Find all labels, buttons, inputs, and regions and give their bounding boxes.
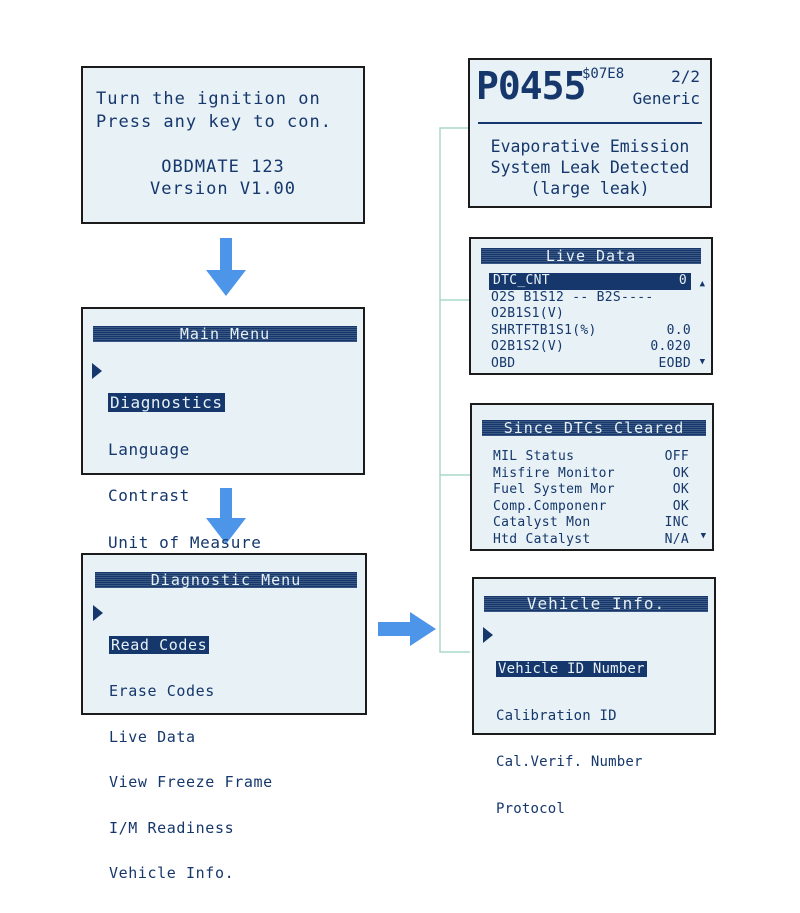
diagnostic-menu-screen: Diagnostic Menu Read Codes Erase Codes L… — [81, 553, 367, 881]
vehicle-info-items: Vehicle ID Number Calibration ID Cal.Ver… — [496, 631, 647, 848]
menu-item-cal-verif-number[interactable]: Cal.Verif. Number — [496, 754, 643, 770]
scroll-down-icon[interactable]: ▼ — [700, 531, 706, 541]
vehicle-info-title: Vehicle Info. — [484, 596, 708, 612]
scroll-down-icon[interactable]: ▼ — [699, 357, 705, 367]
main-menu-screen: Main Menu Diagnostics Language Contrast … — [81, 307, 365, 550]
device-name: OBDMATE 123 — [161, 157, 285, 177]
live-data-row[interactable]: O2B1S1(V) — [491, 306, 691, 323]
startup-screen: Turn the ignition on Press any key to co… — [81, 66, 365, 224]
row-label: Fuel System Mor — [493, 482, 615, 497]
arrow-down-1 — [206, 238, 246, 296]
readiness-row[interactable]: Catalyst Mon INC — [493, 515, 689, 532]
menu-item-contrast[interactable]: Contrast — [108, 486, 190, 505]
arrow-right — [378, 612, 436, 646]
menu-item-vehicle-id-number[interactable]: Vehicle ID Number — [496, 661, 647, 677]
menu-item-protocol[interactable]: Protocol — [496, 800, 566, 817]
divider — [478, 122, 702, 124]
row-value: INC — [664, 515, 689, 530]
version-text: Version V1.00 — [149, 179, 297, 199]
live-data-row[interactable]: O2S B1S12 -- B2S---- — [491, 290, 691, 307]
readiness-row[interactable]: Comp.Componenr OK — [493, 499, 689, 516]
selection-pointer-icon — [92, 363, 102, 379]
dtc-type: Generic — [632, 89, 700, 108]
row-label: OBD — [491, 355, 516, 371]
startup-line-1: Turn the ignition on — [96, 89, 321, 109]
menu-item-erase-codes[interactable]: Erase Codes — [109, 682, 215, 701]
row-label: O2B1S1(V) — [491, 306, 565, 321]
readiness-rows: MIL Status OFF Misfire Monitor OK Fuel S… — [493, 449, 689, 548]
row-value: OFF — [664, 449, 689, 464]
flow-arrows — [206, 238, 436, 646]
diagnostic-menu-items: Read Codes Erase Codes Live Data View Fr… — [109, 608, 273, 912]
menu-item-diagnostics[interactable]: Diagnostics — [108, 393, 225, 412]
dtc-screen: P0455 $07E8 2/2 Generic Evaporative Emis… — [468, 58, 712, 208]
row-label: Catalyst Mon — [493, 515, 591, 530]
diagnostic-menu-title: Diagnostic Menu — [95, 572, 357, 588]
startup-line-2: Press any key to con. — [96, 112, 332, 132]
readiness-row[interactable]: MIL Status OFF — [493, 449, 689, 466]
vehicle-info-screen: Vehicle Info. Vehicle ID Number Calibrat… — [472, 577, 716, 816]
since-dtcs-cleared-screen: Since DTCs Cleared MIL Status OFF Misfir… — [470, 403, 714, 551]
row-label: DTC_CNT — [493, 273, 550, 288]
menu-item-unit-of-measure[interactable]: Unit of Measure — [108, 532, 262, 552]
readiness-row[interactable]: Htd Catalyst N/A — [493, 532, 689, 549]
row-value: 0.020 — [650, 339, 691, 354]
row-label: Misfire Monitor — [493, 465, 615, 481]
menu-item-live-data[interactable]: Live Data — [109, 727, 196, 746]
row-value: 0 — [678, 273, 687, 288]
dtc-desc-3: (large leak) — [530, 179, 650, 198]
row-value: OK — [672, 498, 689, 514]
main-menu-items: Diagnostics Language Contrast Unit of Me… — [108, 364, 262, 581]
dtc-page: 2/2 — [671, 67, 700, 86]
selection-pointer-icon — [93, 605, 103, 621]
row-label: Comp.Componenr — [493, 498, 607, 514]
row-label: O2S B1S12 -- B2S---- — [491, 289, 654, 305]
connector-lines — [439, 127, 470, 653]
row-label: Htd Catalyst — [493, 531, 591, 547]
main-menu-title: Main Menu — [93, 326, 357, 342]
menu-item-im-readiness[interactable]: I/M Readiness — [109, 818, 235, 837]
since-dtcs-cleared-title: Since DTCs Cleared — [482, 420, 706, 436]
scroll-up-icon[interactable]: ▲ — [699, 279, 705, 289]
menu-item-language[interactable]: Language — [108, 439, 190, 459]
row-label: O2B1S2(V) — [491, 339, 565, 354]
row-value: OK — [672, 465, 689, 481]
arrow-down-2 — [206, 488, 246, 544]
menu-item-view-freeze-frame[interactable]: View Freeze Frame — [109, 773, 273, 792]
row-value: N/A — [664, 531, 689, 547]
menu-item-vehicle-info[interactable]: Vehicle Info. — [109, 864, 235, 883]
readiness-row[interactable]: Misfire Monitor OK — [493, 466, 689, 483]
dtc-ecu: $07E8 — [582, 66, 625, 82]
live-data-row[interactable]: SHRTFTB1S1(%) 0.0 — [491, 323, 691, 340]
menu-item-calibration-id[interactable]: Calibration ID — [496, 707, 617, 724]
row-label: MIL Status — [493, 449, 575, 464]
dtc-desc-2: System Leak Detected — [490, 158, 690, 177]
row-value: EOBD — [658, 355, 691, 371]
live-data-title: Live Data — [481, 248, 701, 264]
live-data-screen: Live Data DTC_CNT 0 O2S B1S12 -- B2S----… — [469, 237, 713, 375]
dtc-code: P0455 — [476, 64, 586, 108]
readiness-row[interactable]: Fuel System Mor OK — [493, 482, 689, 499]
selection-pointer-icon — [483, 627, 493, 643]
row-value: OK — [672, 482, 689, 497]
dtc-desc-1: Evaporative Emission — [490, 137, 690, 156]
live-data-row[interactable]: O2B1S2(V) 0.020 — [491, 339, 691, 356]
live-data-row-selected[interactable]: DTC_CNT 0 — [489, 273, 691, 290]
row-value: 0.0 — [666, 322, 691, 338]
row-label: SHRTFTB1S1(%) — [491, 322, 597, 338]
live-data-rows: DTC_CNT 0 O2S B1S12 -- B2S---- O2B1S1(V)… — [489, 273, 691, 373]
live-data-row[interactable]: OBD EOBD — [491, 356, 691, 373]
menu-item-read-codes[interactable]: Read Codes — [109, 636, 210, 655]
